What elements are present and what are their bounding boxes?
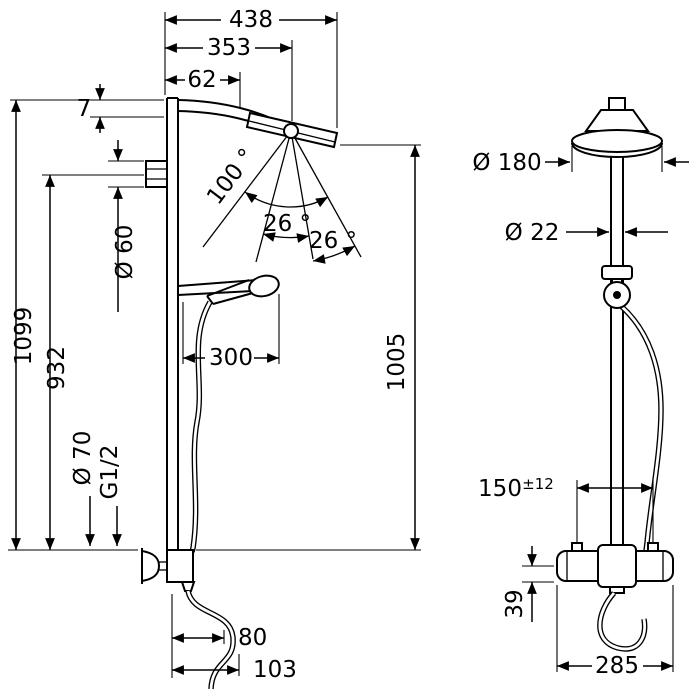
shower-arm-and-head [177,99,339,149]
dia-22-label: Ø 22 [505,220,560,246]
front-hose-outlet [609,586,625,594]
dim-285-label: 285 [595,653,639,679]
wall-connection-valve [141,548,196,592]
angle-26-left-label: 26 ° [263,211,311,237]
dim-103-label: 103 [253,657,297,683]
front-shower-hose [619,303,664,552]
dim-39-label: 39 [502,589,528,618]
dim-1099-label: 1099 [11,307,37,366]
dia-180-label: Ø 180 [472,150,541,176]
front-view: Ø 180 Ø 22 150 ±12 39 285 [472,97,689,679]
front-view-dimensions: Ø 180 Ø 22 150 ±12 39 285 [472,146,689,679]
shower-hose [189,300,213,553]
dim-353-label: 353 [207,35,251,61]
dim-150-tolerance-label: ±12 [522,475,554,493]
front-shower-hose-lower [597,591,648,652]
front-hand-shower [601,265,633,309]
dim-62-label: 62 [187,67,216,93]
side-view: 438 353 62 7 100 ° 26 ° 26 ° [8,7,421,690]
wall-bracket [145,160,168,188]
angle-100-label: 100 ° [202,144,261,210]
dim-1005-label: 1005 [384,333,410,392]
hose-outlet [180,581,196,592]
front-overhead-shower [571,97,663,158]
ball-joint [283,123,299,139]
thermostat-valve [556,542,674,594]
angle-26-right-label: 26 ° [309,228,357,254]
riser-pipe [166,97,179,550]
dim-438-label: 438 [229,7,273,33]
dim-932-label: 932 [44,346,70,390]
dim-300-label: 300 [209,345,253,371]
dia-70-label: Ø 70 [70,431,96,486]
hand-shower [177,274,280,305]
side-view-dimensions: 438 353 62 7 100 ° 26 ° 26 ° [8,7,421,683]
supply-connection-left [571,542,583,552]
escutcheon [141,550,161,582]
supply-connection-right [647,542,659,552]
dia-60-label: Ø 60 [112,225,138,280]
dim-80-label: 80 [238,625,267,651]
dim-7-label: 7 [77,96,92,122]
thread-g12-label: G1/2 [97,445,123,500]
shower-hose-lower [185,590,236,690]
front-riser-pipe [610,156,624,546]
dim-150-label: 150 [478,476,522,502]
spray-angle-rays [202,130,362,264]
